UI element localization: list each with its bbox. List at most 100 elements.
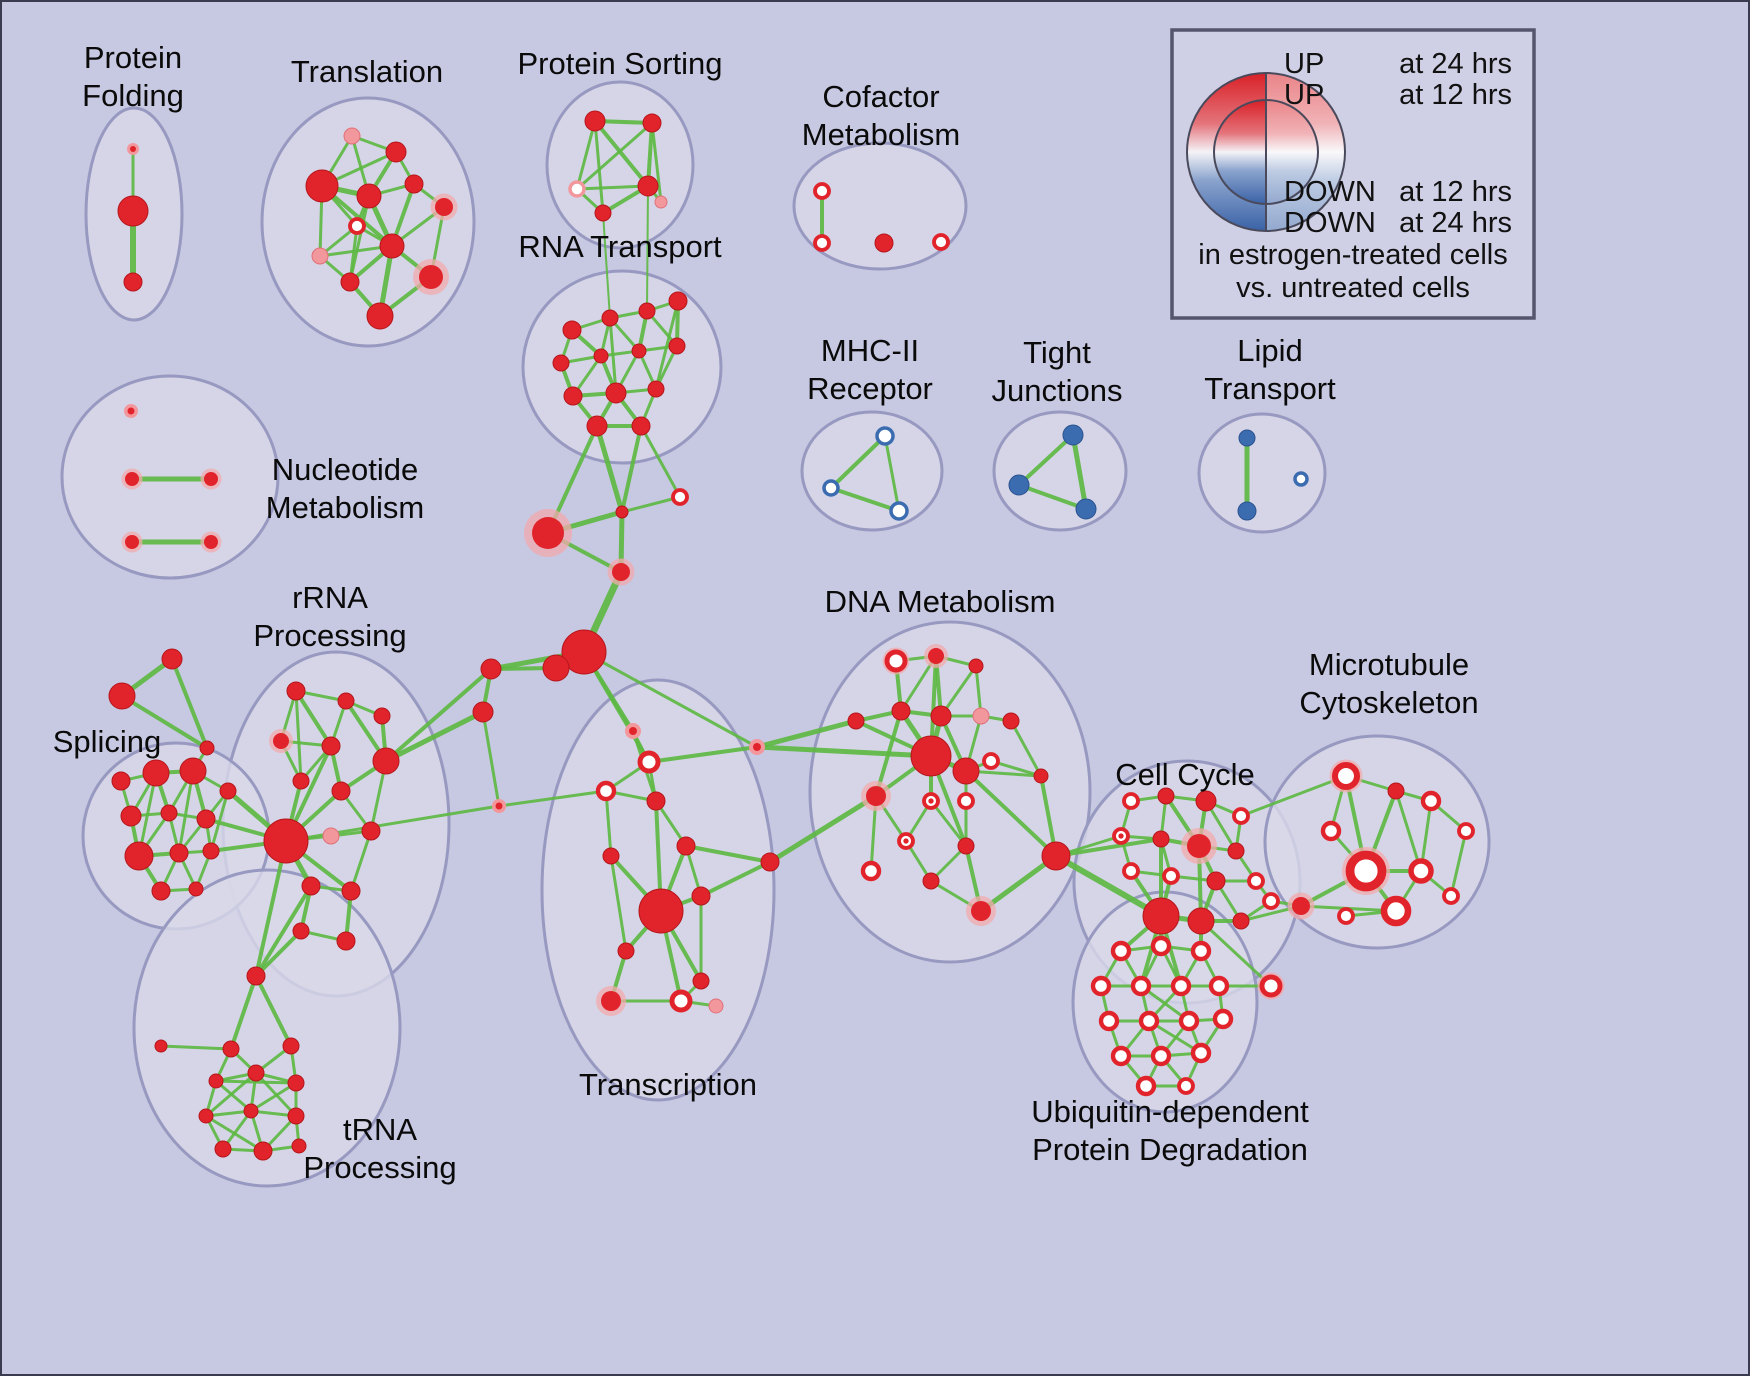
network-node-k1 bbox=[1041, 841, 1071, 871]
network-node-c7 bbox=[1181, 828, 1217, 864]
network-edge bbox=[1053, 853, 1164, 919]
network-node-u6 bbox=[1170, 975, 1192, 997]
network-node-y2 bbox=[472, 701, 494, 723]
network-node-u10 bbox=[1178, 1010, 1200, 1032]
cluster-label-rna-transport: RNA Transport bbox=[518, 229, 722, 264]
cluster-trna-processing bbox=[132, 868, 402, 1188]
network-node-c8 bbox=[1227, 842, 1245, 860]
network-node-c1 bbox=[1122, 792, 1140, 810]
cluster-label-splicing: Splicing bbox=[53, 724, 162, 759]
network-node-tc5 bbox=[676, 836, 696, 856]
network-node-u14 bbox=[1190, 1042, 1212, 1064]
network-node-t11 bbox=[340, 272, 360, 292]
network-node-d19 bbox=[966, 896, 996, 926]
network-node-u11 bbox=[1212, 1008, 1234, 1030]
network-node-t4 bbox=[356, 183, 382, 209]
network-node-c15 bbox=[1232, 912, 1250, 930]
network-node-r2 bbox=[337, 692, 355, 710]
network-node-d2 bbox=[924, 644, 948, 668]
cluster-label-lipid-transport: Lipid bbox=[1237, 333, 1303, 368]
network-node-t3 bbox=[305, 169, 339, 203]
cluster-label-ubiquitin-degradation: Protein Degradation bbox=[1032, 1132, 1308, 1167]
network-edge bbox=[254, 839, 288, 978]
network-node-tr13 bbox=[291, 1138, 307, 1154]
network-node-t6 bbox=[430, 193, 458, 221]
network-node-s5 bbox=[120, 805, 142, 827]
cluster-label-dna-metabolism: DNA Metabolism bbox=[825, 584, 1056, 619]
network-node-r10 bbox=[322, 827, 340, 845]
network-node-rt13 bbox=[631, 416, 651, 436]
network-node-mh2 bbox=[822, 479, 840, 497]
network-edge bbox=[214, 1079, 253, 1113]
network-node-mm1 bbox=[1287, 892, 1315, 920]
network-node-rt7 bbox=[631, 343, 647, 359]
network-node-tc10 bbox=[692, 972, 710, 990]
network-node-t7 bbox=[348, 217, 366, 235]
network-node-nm2 bbox=[121, 468, 143, 490]
network-edge bbox=[1449, 829, 1468, 898]
network-node-t12 bbox=[366, 302, 394, 330]
cluster-label-cofactor-metabolism: Metabolism bbox=[802, 117, 961, 152]
cluster-dna-metabolism bbox=[808, 620, 1092, 964]
network-node-s11 bbox=[151, 881, 171, 901]
network-edge bbox=[646, 185, 649, 312]
network-node-t8 bbox=[311, 247, 329, 265]
legend-entry-time: at 12 hrs bbox=[1399, 176, 1512, 208]
network-edge bbox=[177, 769, 195, 855]
network-edge bbox=[575, 119, 597, 191]
network-node-tc3 bbox=[595, 780, 617, 802]
network-node-rt2 bbox=[601, 309, 619, 327]
network-node-s4 bbox=[219, 782, 237, 800]
network-edge bbox=[883, 434, 901, 513]
network-edge bbox=[383, 709, 486, 764]
network-node-pf2 bbox=[117, 195, 149, 227]
network-edge bbox=[582, 650, 759, 749]
cluster-lipid-transport bbox=[1197, 412, 1327, 534]
network-edge bbox=[1239, 774, 1348, 818]
network-edge bbox=[497, 789, 608, 808]
network-edge bbox=[593, 119, 650, 188]
network-node-y1 bbox=[480, 658, 502, 680]
network-edge bbox=[684, 844, 772, 864]
network-node-d16 bbox=[897, 832, 915, 850]
network-node-mh3 bbox=[889, 501, 909, 521]
network-node-d4 bbox=[847, 712, 865, 730]
network-edge bbox=[620, 495, 682, 514]
network-node-t2 bbox=[385, 141, 407, 163]
network-node-u13 bbox=[1150, 1045, 1172, 1067]
network-node-ps5 bbox=[594, 204, 612, 222]
network-node-tc8 bbox=[691, 886, 711, 906]
network-node-x1 bbox=[615, 505, 629, 519]
network-node-rt14 bbox=[671, 488, 689, 506]
legend-entry-time: at 24 hrs bbox=[1399, 48, 1512, 80]
network-edge bbox=[929, 799, 968, 848]
legend-entry-direction: DOWN bbox=[1284, 207, 1376, 239]
network-node-c9 bbox=[1122, 862, 1140, 880]
network-node-d1 bbox=[882, 647, 910, 675]
network-node-r6 bbox=[372, 747, 400, 775]
network-node-r15 bbox=[336, 931, 356, 951]
cluster-label-transcription: Transcription bbox=[579, 1067, 757, 1102]
network-node-u16 bbox=[1177, 1077, 1195, 1095]
network-node-r11 bbox=[361, 821, 381, 841]
network-node-lp2 bbox=[1237, 501, 1257, 521]
network-node-rt8 bbox=[668, 337, 686, 355]
network-node-tr2 bbox=[154, 1039, 168, 1053]
cluster-cofactor-metabolism bbox=[792, 141, 968, 271]
network-node-c16 bbox=[1262, 892, 1280, 910]
network-edge bbox=[1017, 433, 1075, 487]
network-node-s2 bbox=[142, 759, 170, 787]
network-node-s10 bbox=[202, 842, 220, 860]
network-node-r8 bbox=[331, 781, 351, 801]
network-node-s3 bbox=[179, 757, 207, 785]
network-node-rt1 bbox=[562, 320, 582, 340]
network-node-r3 bbox=[373, 707, 391, 725]
network-node-g2 bbox=[108, 682, 136, 710]
network-edge bbox=[647, 745, 759, 764]
network-node-z1 bbox=[749, 739, 765, 755]
network-node-s9 bbox=[169, 843, 189, 863]
network-node-tc13 bbox=[708, 998, 724, 1014]
network-node-d11 bbox=[982, 752, 1000, 770]
